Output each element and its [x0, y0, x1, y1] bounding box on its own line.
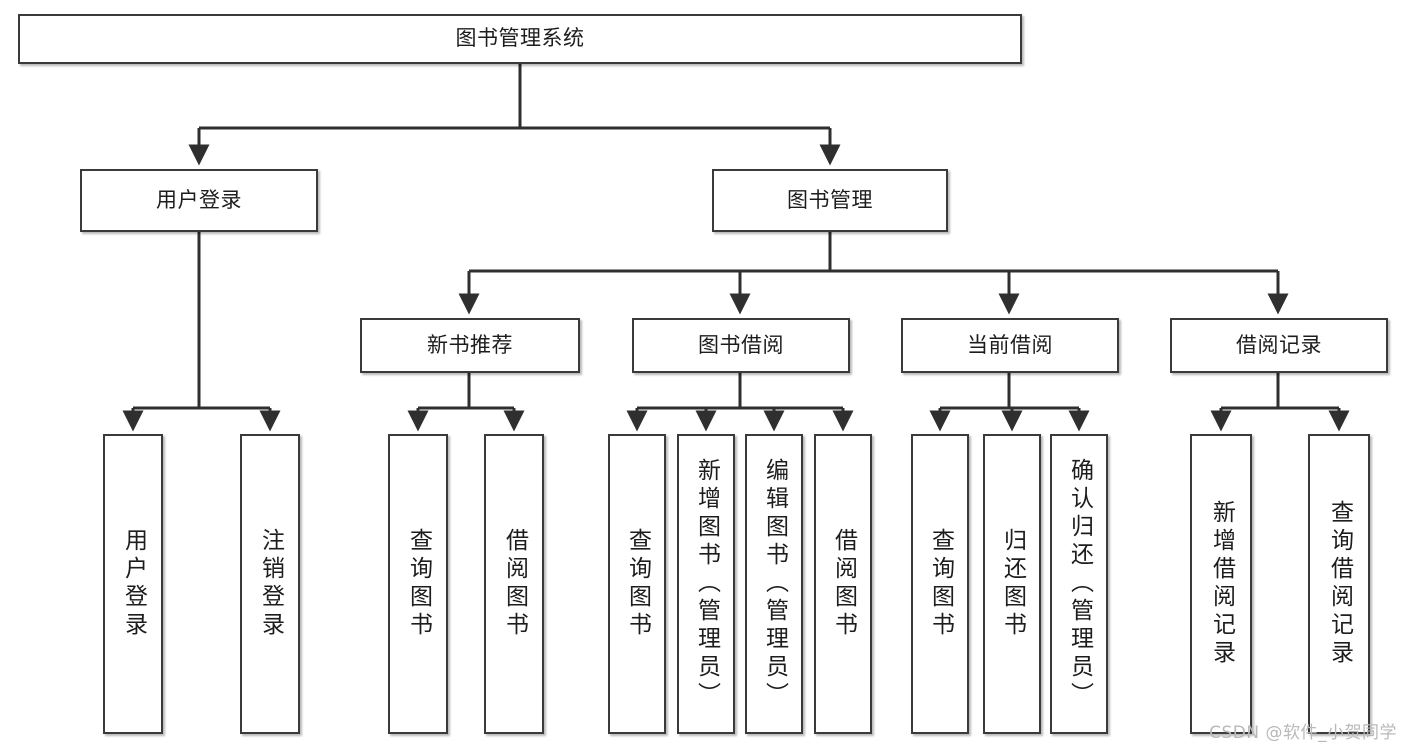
leaf-user-login[interactable]: 用户登录 [103, 434, 163, 734]
leaf-borrow-edit-label: 编辑图书（管理员） [761, 458, 788, 710]
edge-group-borrow-record [1210, 373, 1350, 432]
edge-group-new-book-rec [407, 373, 525, 432]
leaf-rec-borrow[interactable]: 借阅图书 [484, 434, 544, 734]
node-borrow-record[interactable]: 借阅记录 [1170, 318, 1388, 373]
leaf-rec-query-label: 查询图书 [405, 528, 432, 640]
node-user-login-label: 用户登录 [156, 187, 242, 212]
node-root[interactable]: 图书管理系统 [18, 14, 1022, 64]
leaf-rec-borrow-label: 借阅图书 [501, 528, 528, 640]
leaf-rec-add[interactable]: 新增借阅记录 [1190, 434, 1252, 734]
edge-group-current-borrow [929, 373, 1090, 432]
leaf-borrow-query-label: 查询图书 [624, 528, 651, 640]
edge-group-root [188, 64, 841, 166]
edge-group-user-login [122, 232, 281, 432]
leaf-borrow-do-label: 借阅图书 [830, 528, 857, 640]
edge-group-book-borrow [626, 373, 854, 432]
leaf-cur-query-label: 查询图书 [927, 528, 954, 640]
leaf-user-logout[interactable]: 注销登录 [240, 434, 300, 734]
node-book-borrow[interactable]: 图书借阅 [632, 318, 850, 373]
leaf-cur-return-label: 归还图书 [999, 528, 1026, 640]
edge-group-book-manage [458, 232, 1289, 315]
leaf-borrow-do[interactable]: 借阅图书 [814, 434, 872, 734]
node-borrow-record-label: 借阅记录 [1236, 332, 1322, 357]
leaf-rec-add-label: 新增借阅记录 [1208, 500, 1235, 668]
leaf-cur-query[interactable]: 查询图书 [911, 434, 969, 734]
node-new-book-rec[interactable]: 新书推荐 [360, 318, 580, 373]
leaf-borrow-add-label: 新增图书（管理员） [693, 458, 720, 710]
node-user-login[interactable]: 用户登录 [80, 169, 318, 232]
node-book-borrow-label: 图书借阅 [698, 332, 784, 357]
leaf-rec-search-label: 查询借阅记录 [1326, 500, 1353, 668]
node-new-book-rec-label: 新书推荐 [427, 332, 513, 357]
leaf-cur-confirm-label: 确认归还（管理员） [1066, 458, 1093, 710]
node-book-manage[interactable]: 图书管理 [712, 169, 948, 232]
leaf-user-logout-label: 注销登录 [257, 528, 284, 640]
leaf-rec-query[interactable]: 查询图书 [388, 434, 448, 734]
leaf-borrow-edit[interactable]: 编辑图书（管理员） [745, 434, 803, 734]
leaf-user-login-label: 用户登录 [120, 528, 147, 640]
leaf-borrow-query[interactable]: 查询图书 [608, 434, 666, 734]
node-book-manage-label: 图书管理 [787, 187, 873, 212]
leaf-cur-confirm[interactable]: 确认归还（管理员） [1050, 434, 1108, 734]
node-root-label: 图书管理系统 [455, 26, 585, 51]
leaf-cur-return[interactable]: 归还图书 [983, 434, 1041, 734]
leaf-borrow-add[interactable]: 新增图书（管理员） [677, 434, 735, 734]
node-current-borrow-label: 当前借阅 [967, 332, 1053, 357]
leaf-rec-search[interactable]: 查询借阅记录 [1308, 434, 1370, 734]
watermark: CSDN @软件_小贺同学 [1209, 723, 1397, 743]
node-current-borrow[interactable]: 当前借阅 [901, 318, 1119, 373]
